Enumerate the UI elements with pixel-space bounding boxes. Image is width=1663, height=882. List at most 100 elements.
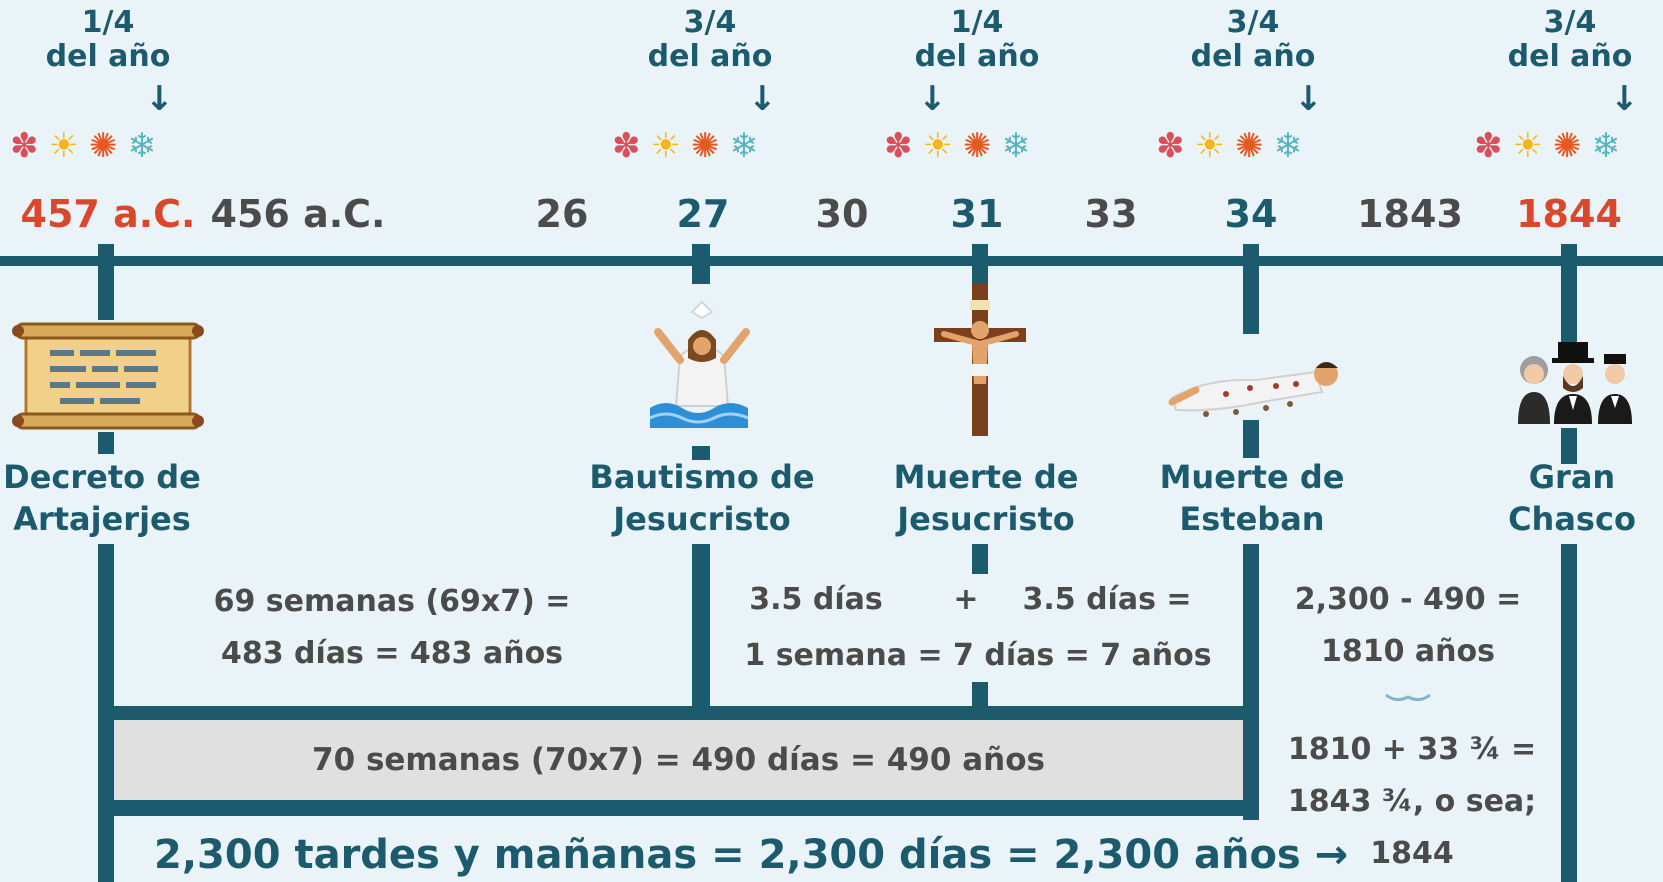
event-gran-chasco: Gran Chasco: [1508, 456, 1636, 540]
marker-sub: del año: [914, 39, 1040, 74]
seventy-weeks-box: 70 semanas (70x7) = 490 días = 490 años: [114, 720, 1243, 800]
scroll-icon: [10, 320, 206, 432]
marker-fraction: 3/4: [1226, 5, 1280, 40]
marker-31: 1/4 del año: [915, 6, 1040, 74]
marker-sub: del año: [1507, 39, 1633, 74]
tick-31-mid: [972, 544, 988, 574]
year-label: 33: [1084, 192, 1138, 236]
timeline-axis: [0, 256, 1663, 266]
year-label: 26: [535, 192, 589, 236]
tick-34-mid: [1243, 420, 1259, 458]
calc-line: 1810 años: [1320, 634, 1495, 669]
arrow-down-icon: ↓: [1610, 79, 1639, 119]
total-2300-label: 2,300 tardes y mañanas = 2,300 días = 2,…: [154, 832, 1349, 878]
sun-icon: ☀: [1194, 126, 1225, 166]
year-label: 31: [950, 192, 1004, 236]
tick-1844-lower: [1561, 544, 1577, 882]
brace-icon: [1384, 690, 1432, 704]
event-bautismo: Bautismo de Jesucristo: [589, 456, 814, 540]
marker-sub: del año: [1190, 39, 1316, 74]
event-line: Jesucristo: [613, 500, 791, 538]
snowflake-icon: ❄: [127, 126, 156, 166]
tick-27-lower: [692, 544, 710, 720]
half-week-a: 3.5 días: [749, 582, 883, 617]
flower-icon: ✽: [10, 126, 39, 166]
season-row: ✽ ☀ ✺ ❄: [1474, 128, 1620, 164]
marker-fraction: 3/4: [683, 5, 737, 40]
event-line: Muerte de: [893, 458, 1079, 496]
maple-leaf-icon: ✺: [1552, 126, 1582, 166]
calc-line: 1810 + 33 ¾ =: [1287, 732, 1537, 767]
flower-icon: ✽: [1474, 126, 1503, 166]
year-label: 457 a.C.: [20, 192, 196, 236]
tick-27-mid: [692, 446, 710, 460]
event-line: Muerte de: [1159, 458, 1345, 496]
tick-31-upper: [972, 244, 988, 284]
event-line: Chasco: [1508, 500, 1636, 538]
tick-457-mid: [98, 432, 114, 454]
snowflake-icon: ❄: [1001, 126, 1030, 166]
sun-icon: ☀: [48, 126, 79, 166]
calc-line: 1843 ¾, o sea;: [1287, 784, 1537, 819]
final-year-calc: 1810 + 33 ¾ = 1843 ¾, o sea; 1844: [1288, 724, 1536, 880]
event-muerte-esteban: Muerte de Esteban: [1160, 456, 1345, 540]
sun-icon: ☀: [922, 126, 953, 166]
arrow-down-icon: ↓: [145, 79, 174, 119]
tick-27-upper: [692, 244, 710, 284]
season-row: ✽ ☀ ✺ ❄: [884, 128, 1030, 164]
calc-line: 483 días = 483 años: [220, 636, 564, 671]
maple-leaf-icon: ✺: [962, 126, 992, 166]
maple-leaf-icon: ✺: [1234, 126, 1264, 166]
year-label: 34: [1224, 192, 1278, 236]
plus-sign: +: [953, 582, 979, 617]
people-icon: [1514, 340, 1634, 424]
calc-line: 69 semanas (69x7) =: [213, 584, 571, 619]
tick-34-lower: [1243, 544, 1259, 820]
tick-1844-mid: [1561, 428, 1577, 464]
baptism-icon: [644, 296, 760, 432]
crucifix-icon: [934, 284, 1026, 436]
year-label: 456 a.C.: [210, 192, 386, 236]
marker-fraction: 3/4: [1543, 5, 1597, 40]
arrow-down-icon: ↓: [1294, 79, 1323, 119]
marker-457: 1/4 del año: [46, 6, 171, 74]
calc-line: 2,300 - 490 =: [1294, 582, 1522, 617]
arrow-down-icon: ↓: [748, 79, 777, 119]
year-label: 1844: [1516, 192, 1622, 236]
event-line: Gran: [1528, 458, 1616, 496]
tick-457-upper: [98, 244, 114, 320]
marker-sub: del año: [647, 39, 773, 74]
event-muerte-jesucristo: Muerte de Jesucristo: [894, 456, 1079, 540]
remaining-years-calc: 2,300 - 490 = 1810 años: [1295, 574, 1521, 678]
event-decreto: Decreto de Artajerjes: [3, 456, 201, 540]
event-line: Esteban: [1179, 500, 1325, 538]
tick-34-upper: [1243, 244, 1259, 334]
arrow-down-icon: ↓: [918, 79, 947, 119]
flower-icon: ✽: [884, 126, 913, 166]
calc-line: 1844: [1370, 836, 1454, 871]
marker-1844: 3/4 del año: [1508, 6, 1633, 74]
sixtynine-weeks-calc: 69 semanas (69x7) = 483 días = 483 años: [214, 576, 571, 680]
seventy-weeks-top: [106, 706, 1259, 720]
seventy-weeks-bottom: [106, 800, 1259, 816]
event-line: Artajerjes: [13, 500, 191, 538]
season-row: ✽ ☀ ✺ ❄: [1156, 128, 1302, 164]
maple-leaf-icon: ✺: [88, 126, 118, 166]
snowflake-icon: ❄: [1273, 126, 1302, 166]
seventy-weeks-label: 70 semanas (70x7) = 490 días = 490 años: [312, 742, 1045, 778]
year-label: 1843: [1357, 192, 1463, 236]
marker-fraction: 1/4: [81, 5, 135, 40]
flower-icon: ✽: [1156, 126, 1185, 166]
season-row: ✽ ☀ ✺ ❄: [10, 128, 156, 164]
year-label: 27: [676, 192, 730, 236]
marker-34: 3/4 del año: [1191, 6, 1316, 74]
sun-icon: ☀: [1512, 126, 1543, 166]
one-week-calc: 1 semana = 7 días = 7 años: [744, 638, 1212, 673]
stephen-stoning-icon: [1166, 338, 1342, 420]
marker-27: 3/4 del año: [648, 6, 773, 74]
event-line: Jesucristo: [897, 500, 1075, 538]
sun-icon: ☀: [650, 126, 681, 166]
marker-fraction: 1/4: [950, 5, 1004, 40]
maple-leaf-icon: ✺: [690, 126, 720, 166]
event-line: Decreto de: [3, 458, 201, 496]
